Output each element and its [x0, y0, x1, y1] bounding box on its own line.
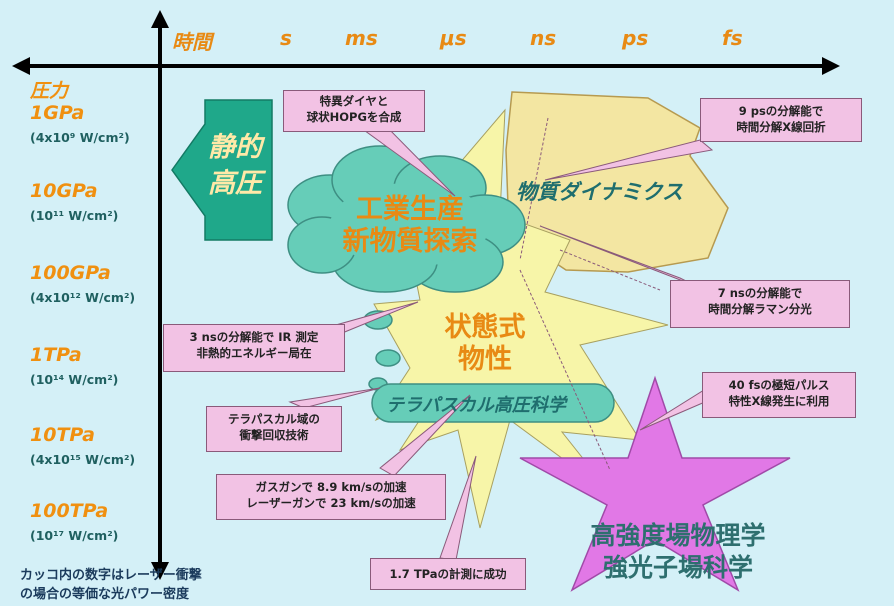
pressure-10tpa: 10TPa [30, 424, 95, 446]
pressure-10gpa: 10GPa [30, 180, 98, 202]
pressure-1gpa: 1GPa [30, 102, 85, 124]
callout-gun-line-2: レーザーガンで 23 km/sの加速 [246, 496, 416, 510]
pressure-1tpa-power: (10¹⁴ W/cm²) [30, 372, 119, 387]
pressure-1gpa-power: (4x10⁹ W/cm²) [30, 130, 130, 145]
pressure-100gpa: 100GPa [30, 262, 111, 284]
pressure-100gpa-power: (4x10¹² W/cm²) [30, 290, 136, 305]
footnote: カッコ内の数字はレーザー衝撃 の場合の等価な光パワー密度 [20, 566, 202, 604]
callout-40fs-line-2: 特性X線発生に利用 [728, 394, 830, 408]
pressure-100tpa-power: (10¹⁷ W/cm²) [30, 528, 119, 543]
static-pressure-arrow [171, 99, 273, 241]
time-unit-ms: ms [345, 26, 378, 50]
callout-recovery-line-1: テラパスカル域の [228, 412, 320, 426]
leader-lines [519, 117, 661, 471]
callout-7ns-line-2: 時間分解ラマン分光 [708, 302, 812, 316]
callout-3ns: 3 nsの分解能で IR 測定 非熱的エネルギー局在 [163, 324, 345, 372]
callout-7ns-line-1: 7 nsの分解能で [717, 286, 803, 300]
terapascal-label: テラパスカル高圧科学 [386, 395, 566, 416]
time-unit-us: μs [440, 26, 467, 50]
strong-field-star [519, 375, 791, 592]
strong-field-label: 高強度場物理学 強光子場科学 [568, 520, 788, 584]
time-axis-label: 時間 [172, 30, 212, 54]
terapascal-band [371, 383, 615, 423]
callout-40fs: 40 fsの極短パルス 特性X線発生に利用 [702, 372, 856, 418]
pressure-10gpa-power: (10¹¹ W/cm²) [30, 208, 119, 223]
pressure-axis-label: 圧力 [30, 80, 69, 102]
eos-line-1: 状態式 [444, 312, 526, 343]
callout-recovery: テラパスカル域の 衝撃回収技術 [206, 406, 342, 452]
industry-line-2: 新物質探索 [342, 226, 478, 257]
eos-label: 状態式 物性 [430, 312, 540, 376]
pressure-10tpa-power: (4x10¹⁵ W/cm²) [30, 452, 136, 467]
callout-diamond: 特異ダイヤと 球状HOPGを合成 [283, 90, 425, 132]
callout-diamond-line-2: 球状HOPGを合成 [306, 110, 402, 124]
callout-40fs-line-1: 40 fsの極短パルス [728, 378, 830, 392]
static-line-1: 静的 [208, 132, 262, 163]
time-unit-ps: ps [622, 26, 649, 50]
pressure-100tpa: 100TPa [30, 500, 109, 522]
strong-field-line-2: 強光子場科学 [602, 553, 753, 582]
footnote-line-2: の場合の等価な光パワー密度 [20, 587, 190, 602]
pressure-1tpa: 1TPa [30, 344, 82, 366]
callout-gun: ガスガンで 8.9 km/sの加速 レーザーガンで 23 km/sの加速 [216, 474, 446, 520]
callout-3ns-line-1: 3 nsの分解能で IR 測定 [189, 330, 319, 344]
footnote-line-1: カッコ内の数字はレーザー衝撃 [20, 568, 202, 583]
time-unit-ns: ns [530, 26, 557, 50]
callout-diamond-line-1: 特異ダイヤと [319, 94, 389, 108]
eos-line-2: 物性 [458, 344, 512, 375]
static-line-2: 高圧 [208, 168, 262, 199]
callout-recovery-line-2: 衝撃回収技術 [239, 428, 309, 442]
callout-9ps-line-1: 9 psの分解能で [738, 104, 824, 118]
strong-field-line-1: 高強度場物理学 [590, 521, 766, 550]
industry-line-1: 工業生産 [356, 194, 464, 225]
callout-gun-line-1: ガスガンで 8.9 km/sの加速 [255, 480, 407, 494]
static-pressure-label: 静的 高圧 [198, 130, 272, 202]
callout-tpa: 1.7 TPaの計測に成功 [370, 558, 526, 590]
axes [12, 10, 840, 580]
time-unit-fs: fs [722, 26, 743, 50]
industry-label: 工業生産 新物質探索 [330, 194, 490, 258]
industry-cloud [287, 145, 526, 391]
callout-9ps: 9 psの分解能で 時間分解X線回折 [700, 98, 862, 142]
callout-3ns-line-2: 非熱的エネルギー局在 [196, 346, 312, 360]
dynamics-label: 物質ダイナミクス [516, 180, 683, 204]
time-unit-s: s [280, 26, 292, 50]
callout-7ns: 7 nsの分解能で 時間分解ラマン分光 [670, 280, 850, 328]
callout-9ps-line-2: 時間分解X線回折 [736, 120, 826, 134]
